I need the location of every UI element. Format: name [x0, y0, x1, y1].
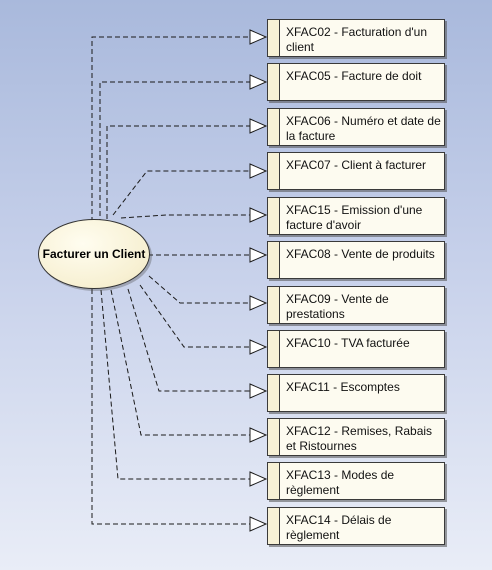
requirement-xfac11[interactable]: XFAC11 - Escomptes — [267, 374, 445, 412]
requirement-bar — [268, 508, 280, 544]
requirement-label: XFAC15 - Emission d'une facture d'avoir — [286, 203, 423, 232]
requirement-label: XFAC14 - Délais de règlement — [286, 513, 392, 542]
requirement-label: XFAC12 - Remises, Rabais et Ristournes — [286, 424, 433, 453]
requirement-label: XFAC09 - Vente de prestations — [286, 292, 389, 321]
requirement-xfac05[interactable]: XFAC05 - Facture de doit — [267, 63, 445, 101]
requirement-label: XFAC06 - Numéro et date de la facture — [286, 114, 441, 143]
use-case-facturer-client[interactable]: Facturer un Client — [38, 219, 150, 289]
requirement-xfac07[interactable]: XFAC07 - Client à facturer — [267, 152, 445, 190]
realization-connector — [91, 36, 250, 222]
requirement-bar — [268, 153, 280, 189]
requirement-label: XFAC05 - Facture de doit — [286, 69, 422, 83]
requirement-bar — [268, 463, 280, 499]
requirement-label: XFAC08 - Vente de produits — [286, 247, 435, 261]
requirement-bar — [268, 287, 280, 323]
requirement-label: XFAC13 - Modes de règlement — [286, 468, 395, 497]
realization-arrowhead-icon — [249, 471, 268, 487]
realization-arrowhead-icon — [249, 207, 268, 223]
realization-arrowhead-icon — [249, 163, 268, 179]
realization-connector — [112, 170, 250, 216]
realization-arrowhead-icon — [249, 339, 268, 355]
requirement-xfac08[interactable]: XFAC08 - Vente de produits — [267, 241, 445, 279]
realization-arrowhead-icon — [249, 295, 268, 311]
requirement-xfac13[interactable]: XFAC13 - Modes de règlement — [267, 462, 445, 500]
requirement-bar — [268, 198, 280, 234]
requirement-bar — [268, 375, 280, 411]
connectors — [91, 29, 268, 532]
realization-connector — [148, 275, 250, 304]
realization-connector — [91, 289, 250, 525]
realization-connector — [100, 289, 250, 480]
requirement-bar — [268, 331, 280, 367]
realization-connector — [139, 284, 250, 348]
requirement-xfac12[interactable]: XFAC12 - Remises, Rabais et Ristournes — [267, 418, 445, 456]
realization-arrowhead-icon — [249, 118, 268, 134]
requirement-xfac09[interactable]: XFAC09 - Vente de prestations — [267, 286, 445, 324]
requirement-bar — [268, 242, 280, 278]
requirement-xfac15[interactable]: XFAC15 - Emission d'une facture d'avoir — [267, 197, 445, 235]
requirement-xfac06[interactable]: XFAC06 - Numéro et date de la facture — [267, 108, 445, 146]
requirement-label: XFAC10 - TVA facturée — [286, 336, 410, 350]
realization-arrowhead-icon — [249, 247, 268, 263]
requirement-label: XFAC07 - Client à facturer — [286, 158, 427, 172]
realization-connector — [120, 214, 250, 219]
requirement-bar — [268, 20, 280, 56]
realization-arrowhead-icon — [249, 516, 268, 532]
realization-arrowhead-icon — [249, 74, 268, 90]
requirement-xfac02[interactable]: XFAC02 - Facturation d'un client — [267, 19, 445, 57]
requirement-xfac14[interactable]: XFAC14 - Délais de règlement — [267, 507, 445, 545]
realization-arrowhead-icon — [249, 29, 268, 45]
requirement-label: XFAC02 - Facturation d'un client — [286, 25, 428, 54]
realization-arrowhead-icon — [249, 383, 268, 399]
realization-connector — [127, 288, 250, 392]
requirement-label: XFAC11 - Escomptes — [286, 380, 400, 394]
requirement-bar — [268, 419, 280, 455]
realization-connector — [99, 81, 250, 224]
realization-arrowhead-icon — [249, 427, 268, 443]
requirement-bar — [268, 64, 280, 100]
requirement-bar — [268, 109, 280, 145]
realization-connector — [110, 289, 250, 436]
requirement-xfac10[interactable]: XFAC10 - TVA facturée — [267, 330, 445, 368]
realization-connector — [106, 125, 250, 219]
use-case-label: Facturer un Client — [42, 247, 146, 261]
